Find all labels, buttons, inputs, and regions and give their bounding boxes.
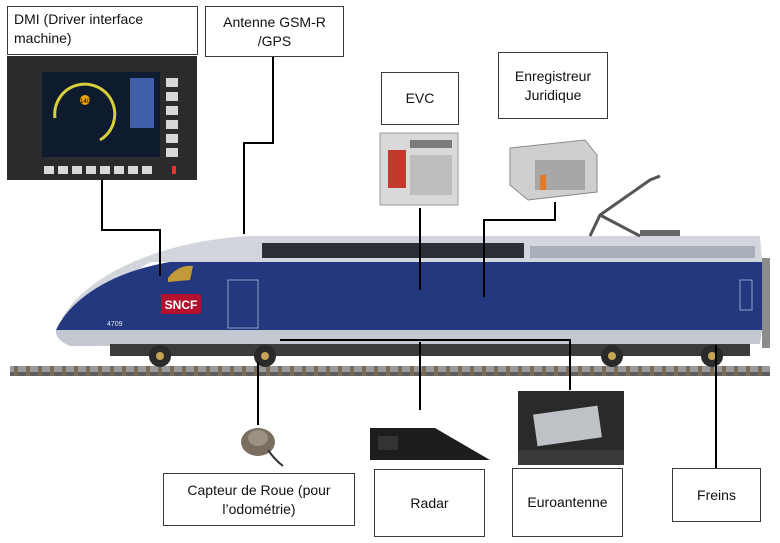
radar-label-text: Radar xyxy=(410,494,449,511)
train-number: 4709 xyxy=(107,321,123,328)
rail-track xyxy=(10,366,770,376)
rail-sleeper xyxy=(38,366,42,376)
rail-sleeper xyxy=(398,366,402,376)
rail-sleeper xyxy=(290,366,294,376)
rail-sleeper xyxy=(326,366,330,376)
rail-sleeper xyxy=(602,366,606,376)
rail-sleeper xyxy=(722,366,726,376)
rail-sleeper xyxy=(530,366,534,376)
rail-sleeper xyxy=(314,366,318,376)
evc-device xyxy=(379,132,459,206)
euroantenna-photo xyxy=(518,391,624,465)
rail-sleeper xyxy=(374,366,378,376)
rail-sleeper xyxy=(662,366,666,376)
rail-sleeper xyxy=(650,366,654,376)
rail-sleeper xyxy=(230,366,234,376)
rail-sleeper xyxy=(734,366,738,376)
sncf-logo: SNCF xyxy=(161,294,201,314)
rail-sleeper xyxy=(626,366,630,376)
rail-sleeper xyxy=(218,366,222,376)
rail-sleeper xyxy=(674,366,678,376)
rail-sleeper xyxy=(170,366,174,376)
radar-device xyxy=(370,428,490,460)
rail-sleeper xyxy=(578,366,582,376)
antenna-label-text: Antenne GSM-R /GPS xyxy=(223,13,326,49)
rail-sleeper xyxy=(302,366,306,376)
rail-sleeper xyxy=(74,366,78,376)
rail-sleeper xyxy=(434,366,438,376)
rail-sleeper xyxy=(278,366,282,376)
rail-sleeper xyxy=(518,366,522,376)
rail-sleeper xyxy=(50,366,54,376)
rail-sleeper xyxy=(470,366,474,376)
rail-sleeper xyxy=(446,366,450,376)
rail-sleeper xyxy=(554,366,558,376)
rail-sleeper xyxy=(206,366,210,376)
rail-sleeper xyxy=(86,366,90,376)
rail-sleeper xyxy=(122,366,126,376)
rail-sleeper xyxy=(134,366,138,376)
rail-sleeper xyxy=(698,366,702,376)
rail-sleeper xyxy=(62,366,66,376)
rail-sleeper xyxy=(110,366,114,376)
rail-sleeper xyxy=(746,366,750,376)
rail-sleeper xyxy=(26,366,30,376)
rail-sleeper xyxy=(14,366,18,376)
rail-sleeper xyxy=(158,366,162,376)
rail-sleeper xyxy=(686,366,690,376)
rail-sleeper xyxy=(410,366,414,376)
rail-sleeper xyxy=(146,366,150,376)
evc-label: EVC xyxy=(381,72,459,125)
brakes-label: Freins xyxy=(672,468,761,522)
rail-sleeper xyxy=(386,366,390,376)
dmi-device: 140 xyxy=(7,56,197,180)
rail-sleeper xyxy=(494,366,498,376)
rail-sleeper xyxy=(482,366,486,376)
dmi-label: DMI (Driver interface machine) xyxy=(7,6,198,55)
rail-sleeper xyxy=(242,366,246,376)
rail-sleeper xyxy=(338,366,342,376)
brakes-label-text: Freins xyxy=(697,486,736,503)
rail-sleeper xyxy=(614,366,618,376)
rail-sleeper xyxy=(98,366,102,376)
dmi-speed-readout: 140 xyxy=(80,99,91,105)
train-illustration xyxy=(55,174,770,367)
rail-sleeper xyxy=(422,366,426,376)
radar-label: Radar xyxy=(374,469,485,537)
rail-sleeper xyxy=(758,366,762,376)
wheel-sensor-label-text: Capteur de Roue (pour l’odométrie) xyxy=(187,481,331,517)
rail-sleeper xyxy=(362,366,366,376)
euroantenna-label: Euroantenne xyxy=(512,468,623,537)
antenna-label: Antenne GSM-R /GPS xyxy=(205,6,344,57)
evc-label-text: EVC xyxy=(405,90,435,106)
wheel-sensor-label: Capteur de Roue (pour l’odométrie) xyxy=(163,473,355,526)
rail-sleeper xyxy=(590,366,594,376)
euroantenna-label-text: Euroantenne xyxy=(527,494,608,510)
rail-sleeper xyxy=(542,366,546,376)
rail-sleeper xyxy=(506,366,510,376)
rail-sleeper xyxy=(194,366,198,376)
wheel-sensor-device xyxy=(241,428,284,467)
rail-sleeper xyxy=(638,366,642,376)
rail-sleeper xyxy=(266,366,270,376)
rail-sleeper xyxy=(710,366,714,376)
sncf-logo-text: SNCF xyxy=(165,298,198,312)
rail-sleeper xyxy=(458,366,462,376)
recorder-label-text: Enregistreur Juridique xyxy=(514,67,592,103)
dmi-label-text: DMI (Driver interface machine) xyxy=(14,11,144,46)
rail-sleeper xyxy=(566,366,570,376)
recorder-device xyxy=(509,139,598,201)
rail-sleeper xyxy=(182,366,186,376)
connector-lines xyxy=(101,57,717,468)
recorder-label: Enregistreur Juridique xyxy=(498,52,608,119)
rail-sleeper xyxy=(350,366,354,376)
rail-sleeper xyxy=(254,366,258,376)
